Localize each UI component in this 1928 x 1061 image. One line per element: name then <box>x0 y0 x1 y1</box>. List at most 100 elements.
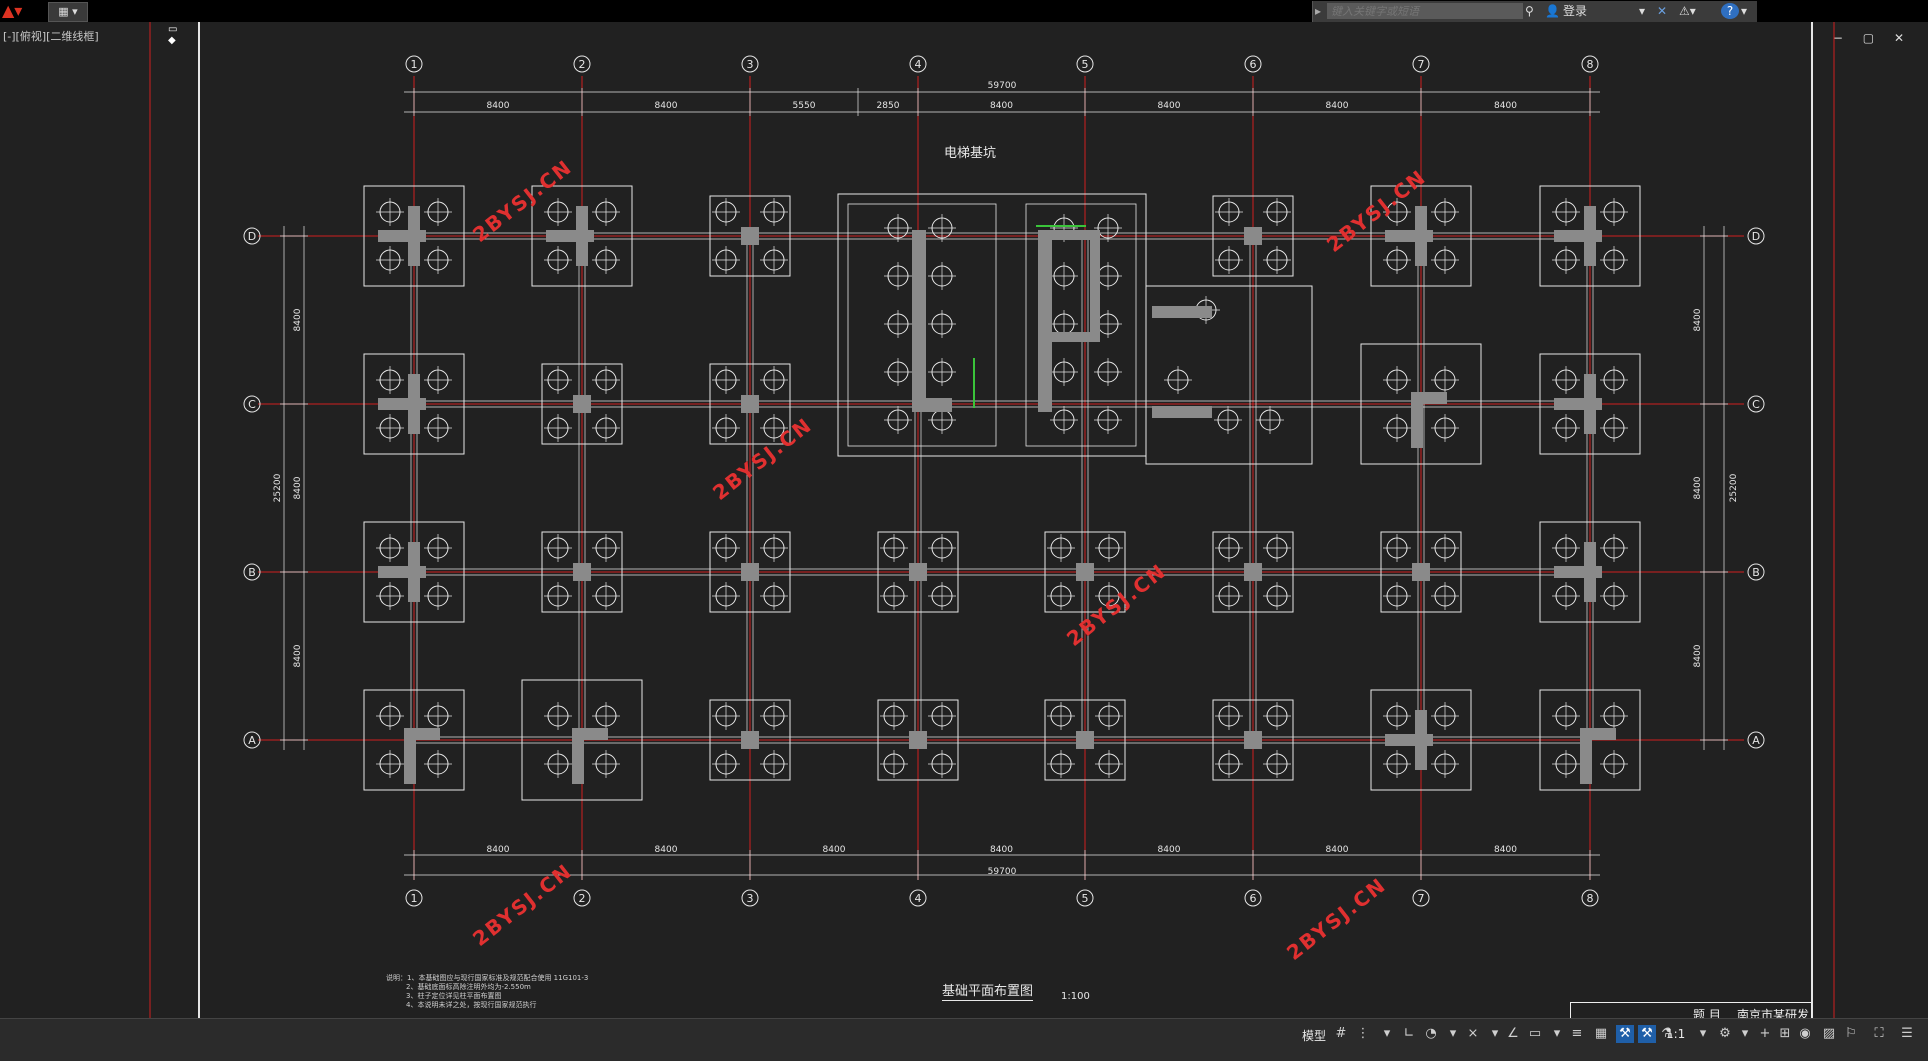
lineweight-icon[interactable]: ≡ <box>1571 1026 1583 1041</box>
annotation-visibility-icon[interactable]: ⚒ <box>1616 1025 1634 1043</box>
shear-wall <box>912 230 926 412</box>
dimension-text: 8400 <box>1326 101 1349 111</box>
pile-cap <box>541 531 623 613</box>
dropdown-icon[interactable]: ▾ <box>1449 1026 1457 1041</box>
shear-wall <box>1385 734 1433 746</box>
grid-bubble-label: C <box>1752 398 1760 411</box>
app-logo-icon[interactable]: ▲▾ <box>2 1 23 20</box>
ortho-icon[interactable]: ∟ <box>1403 1026 1415 1041</box>
clean-screen-icon[interactable]: ▨ <box>1822 1026 1836 1041</box>
dimension-text: 8400 <box>1326 845 1349 855</box>
grid-icon[interactable]: # <box>1335 1026 1347 1041</box>
grid-bubble-label: 5 <box>1082 58 1089 71</box>
grid-bubble <box>405 889 423 907</box>
grid-bubble <box>741 889 759 907</box>
isodraft-icon[interactable]: ⨯ <box>1467 1026 1479 1041</box>
dimension-text: 8400 <box>487 101 510 111</box>
annotation-scale-icon[interactable]: ⚗ <box>1661 1026 1673 1041</box>
hamburger-menu-icon[interactable]: ☰ <box>1901 1026 1913 1041</box>
user-icon: 👤 <box>1545 4 1560 18</box>
shear-wall <box>1411 392 1423 448</box>
grid-bubble <box>573 55 591 73</box>
object-snap-tracking-icon[interactable]: ∠ <box>1507 1026 1519 1041</box>
a360-icon[interactable]: ⚠▾ <box>1679 4 1696 18</box>
pile-cap <box>709 363 791 445</box>
toggle-workspace-icon[interactable]: ⚐ <box>1845 1026 1857 1041</box>
grid-bubble <box>741 55 759 73</box>
annotation-scale-value[interactable]: 1:1 <box>1666 1027 1686 1041</box>
hardware-acceleration-icon[interactable]: ◉ <box>1799 1026 1811 1041</box>
dimension-text: 8400 <box>990 101 1013 111</box>
pile-cap <box>1370 185 1472 287</box>
expand-arrow-icon[interactable]: ▸ <box>1315 4 1322 18</box>
snap-icon[interactable]: ⋮ <box>1356 1026 1370 1041</box>
grid-bubble-label: 5 <box>1082 892 1089 905</box>
grid-bubble-label: 6 <box>1250 58 1257 71</box>
viewport-controls[interactable]: [-][俯视][二维线框] <box>3 30 99 43</box>
plus-icon[interactable]: + <box>1759 1026 1771 1041</box>
pile-cap <box>363 353 465 455</box>
note-line: 2、基础底面标高除注明外均为-2.550m <box>406 983 531 991</box>
model-tab[interactable]: 模型 <box>1302 1029 1327 1043</box>
shear-wall <box>378 566 426 578</box>
column <box>1412 563 1430 581</box>
dropdown-icon[interactable]: ▾ <box>1741 1026 1749 1041</box>
auto-scale-icon[interactable]: ⚒ <box>1638 1025 1656 1043</box>
pile-cap <box>1044 699 1126 781</box>
column <box>1244 731 1262 749</box>
isolate-icon[interactable]: ⊞ <box>1779 1026 1791 1041</box>
grid-bubble <box>1412 889 1430 907</box>
dimension-text: 59700 <box>988 867 1017 877</box>
grid-bubble-label: B <box>1752 566 1760 579</box>
elevator-pit <box>1025 203 1137 447</box>
chevron-down-icon[interactable]: ▾ <box>1639 4 1646 18</box>
gear-icon[interactable]: ⚙ <box>1719 1026 1731 1041</box>
plan-title: 基础平面布置图 <box>942 980 1034 1001</box>
shear-wall <box>1411 392 1447 404</box>
panel-toggle-icon[interactable]: ▭◆ <box>168 24 178 46</box>
shear-wall <box>912 398 952 412</box>
dimension-text: 8400 <box>1693 644 1703 667</box>
fullscreen-icon[interactable]: ⛶ <box>1874 1026 1884 1041</box>
polar-icon[interactable]: ◔ <box>1425 1026 1437 1041</box>
object-snap-icon[interactable]: ▭ <box>1528 1026 1542 1041</box>
grid-bubble-label: 2 <box>579 892 586 905</box>
pile-cap <box>363 185 465 287</box>
pile-cap <box>541 363 623 445</box>
shear-wall <box>1040 332 1100 342</box>
dropdown-icon[interactable]: ▾ <box>1553 1026 1561 1041</box>
dimension-text: 8400 <box>1494 845 1517 855</box>
shear-wall <box>572 728 608 740</box>
dimension-text: 8400 <box>655 845 678 855</box>
shear-wall <box>404 728 416 784</box>
help-dropdown-icon[interactable]: ▾ <box>1741 4 1748 18</box>
binoculars-icon[interactable]: ⚲ <box>1525 4 1534 18</box>
quick-access-toolbar[interactable]: ▦ ▾ <box>48 2 88 22</box>
grid-bubble-label: 3 <box>747 58 754 71</box>
shear-wall <box>1090 230 1100 340</box>
transparency-icon[interactable]: ▦ <box>1594 1026 1608 1041</box>
grid-bubble-label: 4 <box>915 892 922 905</box>
grid-bubble <box>1412 55 1430 73</box>
grid-bubble <box>1076 55 1094 73</box>
grid-bubble-label: 8 <box>1587 58 1594 71</box>
dimension-text: 8400 <box>990 845 1013 855</box>
dimension-text: 8400 <box>1693 476 1703 499</box>
grid-bubble <box>1076 889 1094 907</box>
window-controls[interactable]: − ▢ ✕ <box>1832 31 1912 45</box>
grid-bubble-label: 7 <box>1418 892 1425 905</box>
grid-bubble <box>573 889 591 907</box>
column <box>1076 731 1094 749</box>
shear-wall <box>1580 728 1592 784</box>
search-input[interactable] <box>1327 3 1523 19</box>
login-button[interactable]: 登录 <box>1563 4 1588 18</box>
elevator-pit-label: 电梯基坑 <box>944 146 997 161</box>
pile-cap <box>1212 195 1294 277</box>
dropdown-icon[interactable]: ▾ <box>1699 1026 1707 1041</box>
exchange-icon[interactable]: ✕ <box>1657 4 1668 18</box>
grid-bubble <box>1747 563 1765 581</box>
dropdown-icon[interactable]: ▾ <box>1491 1026 1499 1041</box>
dropdown-icon[interactable]: ▾ <box>1383 1026 1391 1041</box>
help-icon[interactable]: ? <box>1721 3 1739 19</box>
